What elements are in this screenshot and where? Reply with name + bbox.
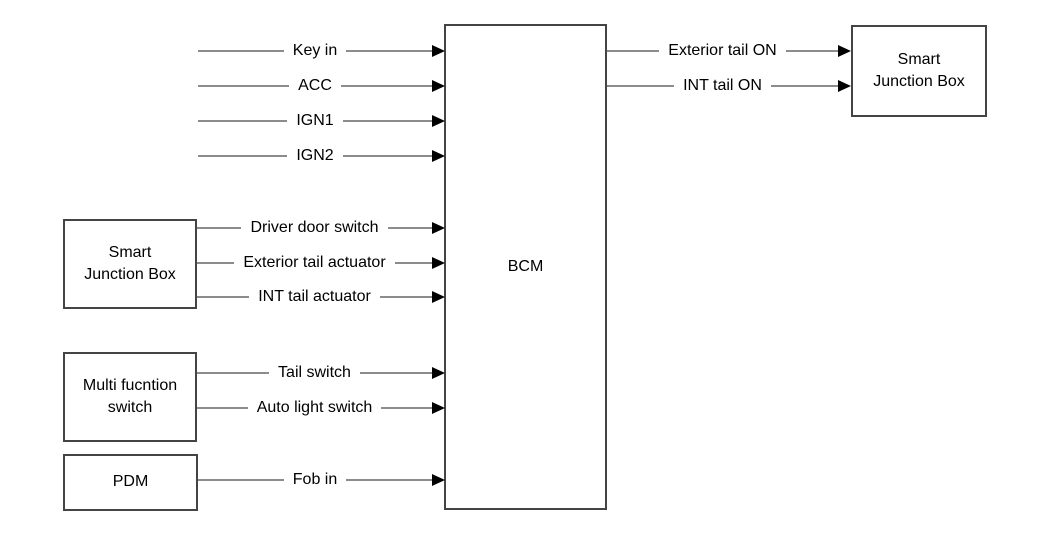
left-smart-junction-box-label-line1: Smart bbox=[108, 243, 152, 261]
wire-line bbox=[198, 479, 284, 481]
signal-label: Fob in bbox=[292, 471, 338, 488]
wire-line bbox=[198, 85, 290, 87]
multi-function-switch-label-line2: switch bbox=[107, 399, 153, 416]
wire-line bbox=[359, 372, 432, 374]
arrowhead-right-icon bbox=[432, 367, 445, 379]
pdm-block: PDM bbox=[63, 454, 198, 511]
wire-line bbox=[381, 407, 433, 409]
wire-line bbox=[198, 155, 288, 157]
pdm-label: PDM bbox=[112, 473, 149, 491]
wire-line bbox=[197, 262, 235, 264]
right-smart-junction-box-block: Smart Junction Box bbox=[851, 25, 987, 117]
signal-row-auto-light-switch: Auto light switch bbox=[197, 398, 446, 418]
wire-line bbox=[607, 85, 675, 87]
signal-row-tail-switch: Tail switch bbox=[197, 363, 445, 383]
signal-row-fob-in: Fob in bbox=[198, 470, 445, 490]
signal-label: ACC bbox=[298, 77, 332, 94]
arrowhead-right-icon bbox=[432, 45, 445, 57]
wire-line bbox=[197, 227, 242, 229]
arrowhead-right-icon bbox=[432, 80, 445, 92]
signal-label: Auto light switch bbox=[256, 399, 373, 416]
wire-line bbox=[770, 85, 839, 87]
signal-row-exterior-tail-actuator: Exterior tail actuator bbox=[197, 253, 445, 273]
signal-row-acc: ACC bbox=[198, 76, 445, 96]
wire-line bbox=[387, 227, 432, 229]
wire-line bbox=[342, 155, 432, 157]
multi-function-switch-label-line1: Multi fucntion bbox=[82, 376, 178, 394]
signal-label: INT tail ON bbox=[683, 77, 762, 94]
wire-line bbox=[379, 296, 433, 298]
signal-label: Tail switch bbox=[278, 364, 351, 381]
arrowhead-right-icon bbox=[432, 474, 445, 486]
left-smart-junction-box-label-line2: Junction Box bbox=[84, 266, 176, 283]
signal-row-int-tail-actuator: INT tail actuator bbox=[197, 287, 446, 307]
signal-label: IGN1 bbox=[296, 112, 334, 129]
arrowhead-right-icon bbox=[432, 222, 445, 234]
signal-label: Key in bbox=[292, 42, 338, 59]
wire-line bbox=[346, 50, 432, 52]
left-smart-junction-box-block: Smart Junction Box bbox=[63, 219, 197, 309]
signal-label: Exterior tail ON bbox=[668, 42, 777, 59]
wire-line bbox=[346, 479, 432, 481]
bcm-block: BCM bbox=[444, 24, 607, 510]
signal-label: Exterior tail actuator bbox=[243, 254, 386, 271]
signal-label: INT tail actuator bbox=[258, 288, 371, 305]
wire-line bbox=[342, 120, 432, 122]
right-smart-junction-box-label-line1: Smart bbox=[897, 50, 941, 68]
signal-row-driver-door-switch: Driver door switch bbox=[197, 218, 445, 238]
wire-line bbox=[785, 50, 838, 52]
wire-line bbox=[198, 120, 288, 122]
signal-row-ign2: IGN2 bbox=[198, 146, 445, 166]
arrowhead-right-icon bbox=[432, 291, 446, 303]
signal-label: IGN2 bbox=[296, 147, 334, 164]
arrowhead-right-icon bbox=[432, 115, 445, 127]
signal-row-int-tail-on: INT tail ON bbox=[607, 76, 852, 96]
signal-row-key-in: Key in bbox=[198, 41, 445, 61]
wire-line bbox=[197, 372, 270, 374]
wire-line bbox=[394, 262, 432, 264]
arrowhead-right-icon bbox=[432, 402, 446, 414]
wire-line bbox=[197, 296, 250, 298]
arrowhead-right-icon bbox=[432, 257, 445, 269]
wire-line bbox=[340, 85, 432, 87]
arrowhead-right-icon bbox=[838, 80, 852, 92]
signal-row-exterior-tail-on: Exterior tail ON bbox=[607, 41, 851, 61]
wire-line bbox=[607, 50, 660, 52]
arrowhead-right-icon bbox=[838, 45, 851, 57]
bcm-label: BCM bbox=[507, 257, 544, 275]
arrowhead-right-icon bbox=[432, 150, 445, 162]
wire-line bbox=[197, 407, 248, 409]
right-smart-junction-box-label-line2: Junction Box bbox=[873, 73, 965, 90]
multi-function-switch-block: Multi fucntion switch bbox=[63, 352, 197, 442]
wire-line bbox=[198, 50, 284, 52]
signal-row-ign1: IGN1 bbox=[198, 111, 445, 131]
signal-label: Driver door switch bbox=[250, 219, 379, 236]
